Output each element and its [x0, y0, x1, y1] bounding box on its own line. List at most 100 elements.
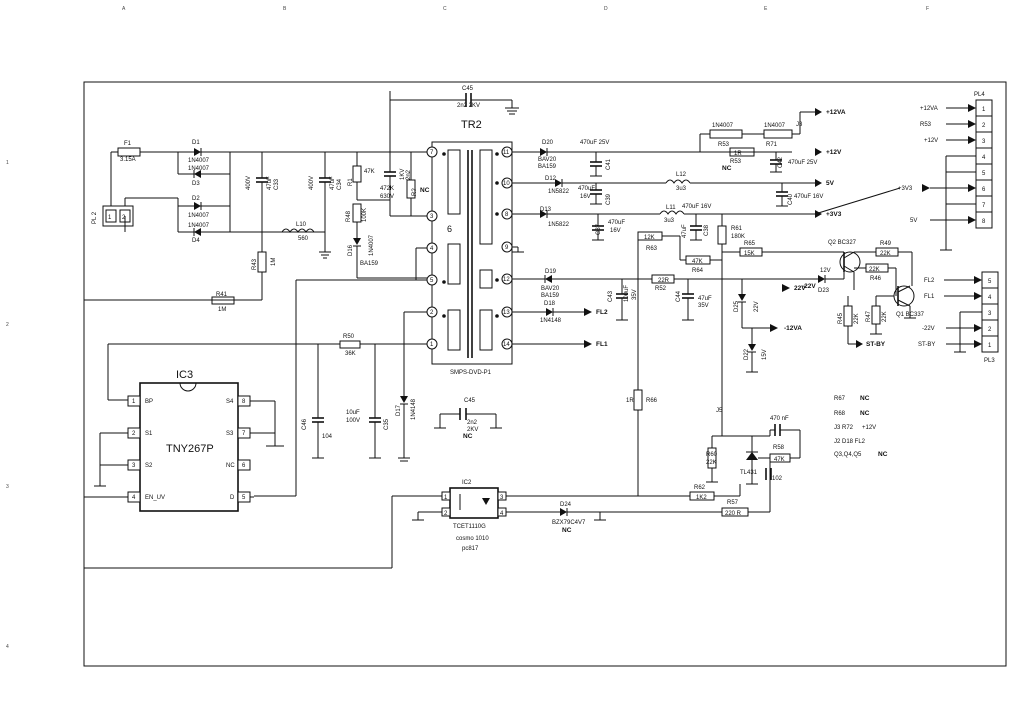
svg-text:TNY267P: TNY267P: [166, 443, 214, 455]
svg-text:22V: 22V: [794, 285, 806, 292]
secondary-output-12v: D20 BAV20 BA159 470uF 25V C41: [512, 140, 792, 177]
svg-text:R46: R46: [870, 276, 882, 282]
svg-text:R43: R43: [252, 258, 258, 270]
svg-text:22K: 22K: [882, 311, 888, 322]
svg-text:D20: D20: [542, 140, 554, 146]
svg-text:3: 3: [132, 463, 136, 469]
svg-text:47K: 47K: [692, 259, 703, 265]
svg-text:1N4007: 1N4007: [764, 123, 786, 129]
svg-text:L12: L12: [676, 172, 687, 178]
svg-text:2: 2: [444, 511, 448, 517]
svg-text:FL2: FL2: [924, 278, 935, 284]
svg-text:3: 3: [500, 495, 504, 501]
svg-text:7: 7: [982, 203, 986, 209]
svg-text:3: 3: [982, 139, 986, 145]
svg-text:2: 2: [988, 327, 992, 333]
svg-text:-22V: -22V: [922, 326, 935, 332]
svg-text:5V: 5V: [910, 218, 917, 224]
svg-text:12: 12: [503, 277, 510, 283]
zone-number-3: 3: [6, 484, 9, 490]
svg-text:Q3,Q4,Q5: Q3,Q4,Q5: [834, 452, 862, 458]
svg-text:1N5822: 1N5822: [548, 222, 570, 228]
svg-text:S1: S1: [145, 431, 153, 437]
svg-text:6: 6: [447, 224, 452, 234]
svg-text:BA159: BA159: [360, 261, 379, 267]
svg-text:7: 7: [242, 431, 246, 437]
svg-text:PL4: PL4: [974, 92, 985, 98]
svg-text:12K: 12K: [644, 235, 655, 241]
svg-text:D12: D12: [545, 176, 557, 182]
svg-text:ST-BY: ST-BY: [866, 341, 886, 348]
transformer-tr2: TR2 SMPS-DVD-P1 6 7 3 4 5 2 1 11 10 8 9: [360, 119, 513, 376]
svg-text:L10: L10: [296, 222, 307, 228]
svg-text:560: 560: [298, 236, 309, 242]
svg-text:22K: 22K: [706, 460, 717, 466]
svg-text:630V: 630V: [380, 194, 394, 200]
svg-text:NC: NC: [722, 165, 732, 172]
svg-text:+12V: +12V: [862, 425, 876, 431]
svg-text:2n2: 2n2: [406, 169, 412, 180]
svg-text:11: 11: [503, 150, 510, 156]
svg-text:3u3: 3u3: [664, 218, 675, 224]
svg-text:1: 1: [430, 342, 434, 348]
svg-text:R67: R67: [834, 396, 846, 402]
svg-text:8: 8: [982, 219, 986, 225]
zone-letter-e: E: [764, 6, 768, 12]
svg-text:C34: C34: [337, 178, 343, 190]
svg-text:TL431: TL431: [740, 470, 758, 476]
svg-text:S4: S4: [226, 399, 234, 405]
svg-text:1N4007: 1N4007: [188, 223, 210, 229]
svg-text:PL 2: PL 2: [92, 211, 98, 224]
svg-text:R66: R66: [646, 398, 658, 404]
svg-text:BP: BP: [145, 399, 153, 405]
svg-text:Q2 BC327: Q2 BC327: [828, 240, 857, 246]
plus-12v-outputs: 1N4007 1N4007 J3 +12VA R53 1R R53 NC R71…: [699, 108, 846, 173]
svg-text:470uF 16V: 470uF 16V: [682, 204, 711, 210]
svg-text:cosmo 1010: cosmo 1010: [456, 536, 489, 542]
svg-text:2n2 2KV: 2n2 2KV: [457, 103, 480, 109]
svg-text:2: 2: [430, 310, 434, 316]
svg-text:R60: R60: [706, 452, 718, 458]
svg-text:C38: C38: [704, 224, 710, 236]
svg-text:F1: F1: [124, 141, 132, 147]
svg-text:1N4148: 1N4148: [540, 318, 562, 324]
svg-text:D1: D1: [192, 140, 200, 146]
svg-text:-12VA: -12VA: [784, 325, 802, 332]
secondary-output-5v: D12 1N5822 470uF 16V C39 L12 3u3 470uF 1…: [512, 172, 835, 207]
svg-text:C45: C45: [462, 86, 474, 92]
svg-text:J3 R72: J3 R72: [834, 425, 854, 431]
svg-text:ST-BY: ST-BY: [918, 342, 935, 348]
standby-control: Q2 BC327 R49 22K 22K R46 Q1 BC337 R47 22…: [782, 240, 925, 348]
svg-text:EN_UV: EN_UV: [145, 495, 165, 501]
zone-number-1: 1: [6, 160, 9, 166]
svg-text:1K2: 1K2: [696, 495, 707, 501]
svg-text:36K: 36K: [345, 351, 356, 357]
svg-text:14: 14: [503, 342, 510, 348]
svg-text:R41: R41: [216, 292, 228, 298]
drawing-frame: A B C D E F 1 2 3 4: [6, 6, 1007, 667]
svg-text:9: 9: [505, 245, 509, 251]
svg-text:R58: R58: [773, 445, 785, 451]
bridge-rectifier: D1 1N4007 1N4007 D3 D2 1N4007 1N4007 D4: [124, 140, 390, 244]
svg-text:2KV: 2KV: [467, 427, 478, 433]
zone-letter-d: D: [604, 6, 608, 12]
svg-text:C43: C43: [608, 290, 614, 302]
svg-text:C37: C37: [596, 223, 602, 235]
svg-text:16V: 16V: [580, 194, 591, 200]
svg-text:5: 5: [242, 495, 246, 501]
svg-text:R62: R62: [694, 485, 706, 491]
svg-text:1N4007: 1N4007: [712, 123, 734, 129]
svg-text:470uF 16V: 470uF 16V: [794, 194, 823, 200]
svg-text:5: 5: [988, 279, 992, 285]
svg-text:NC: NC: [878, 451, 888, 458]
svg-text:7: 7: [430, 150, 434, 156]
svg-text:100uF: 100uF: [624, 285, 630, 302]
svg-text:R71: R71: [766, 142, 778, 148]
svg-text:470uF 25V: 470uF 25V: [788, 160, 817, 166]
svg-text:D18: D18: [544, 301, 556, 307]
svg-text:C40: C40: [788, 193, 794, 205]
svg-text:22K: 22K: [854, 313, 860, 324]
svg-text:22V: 22V: [754, 301, 760, 312]
svg-text:1N4007: 1N4007: [369, 234, 375, 256]
ic3-support-components: R41 1M R50 36K C46 104 10uF 100V C35: [107, 292, 390, 459]
